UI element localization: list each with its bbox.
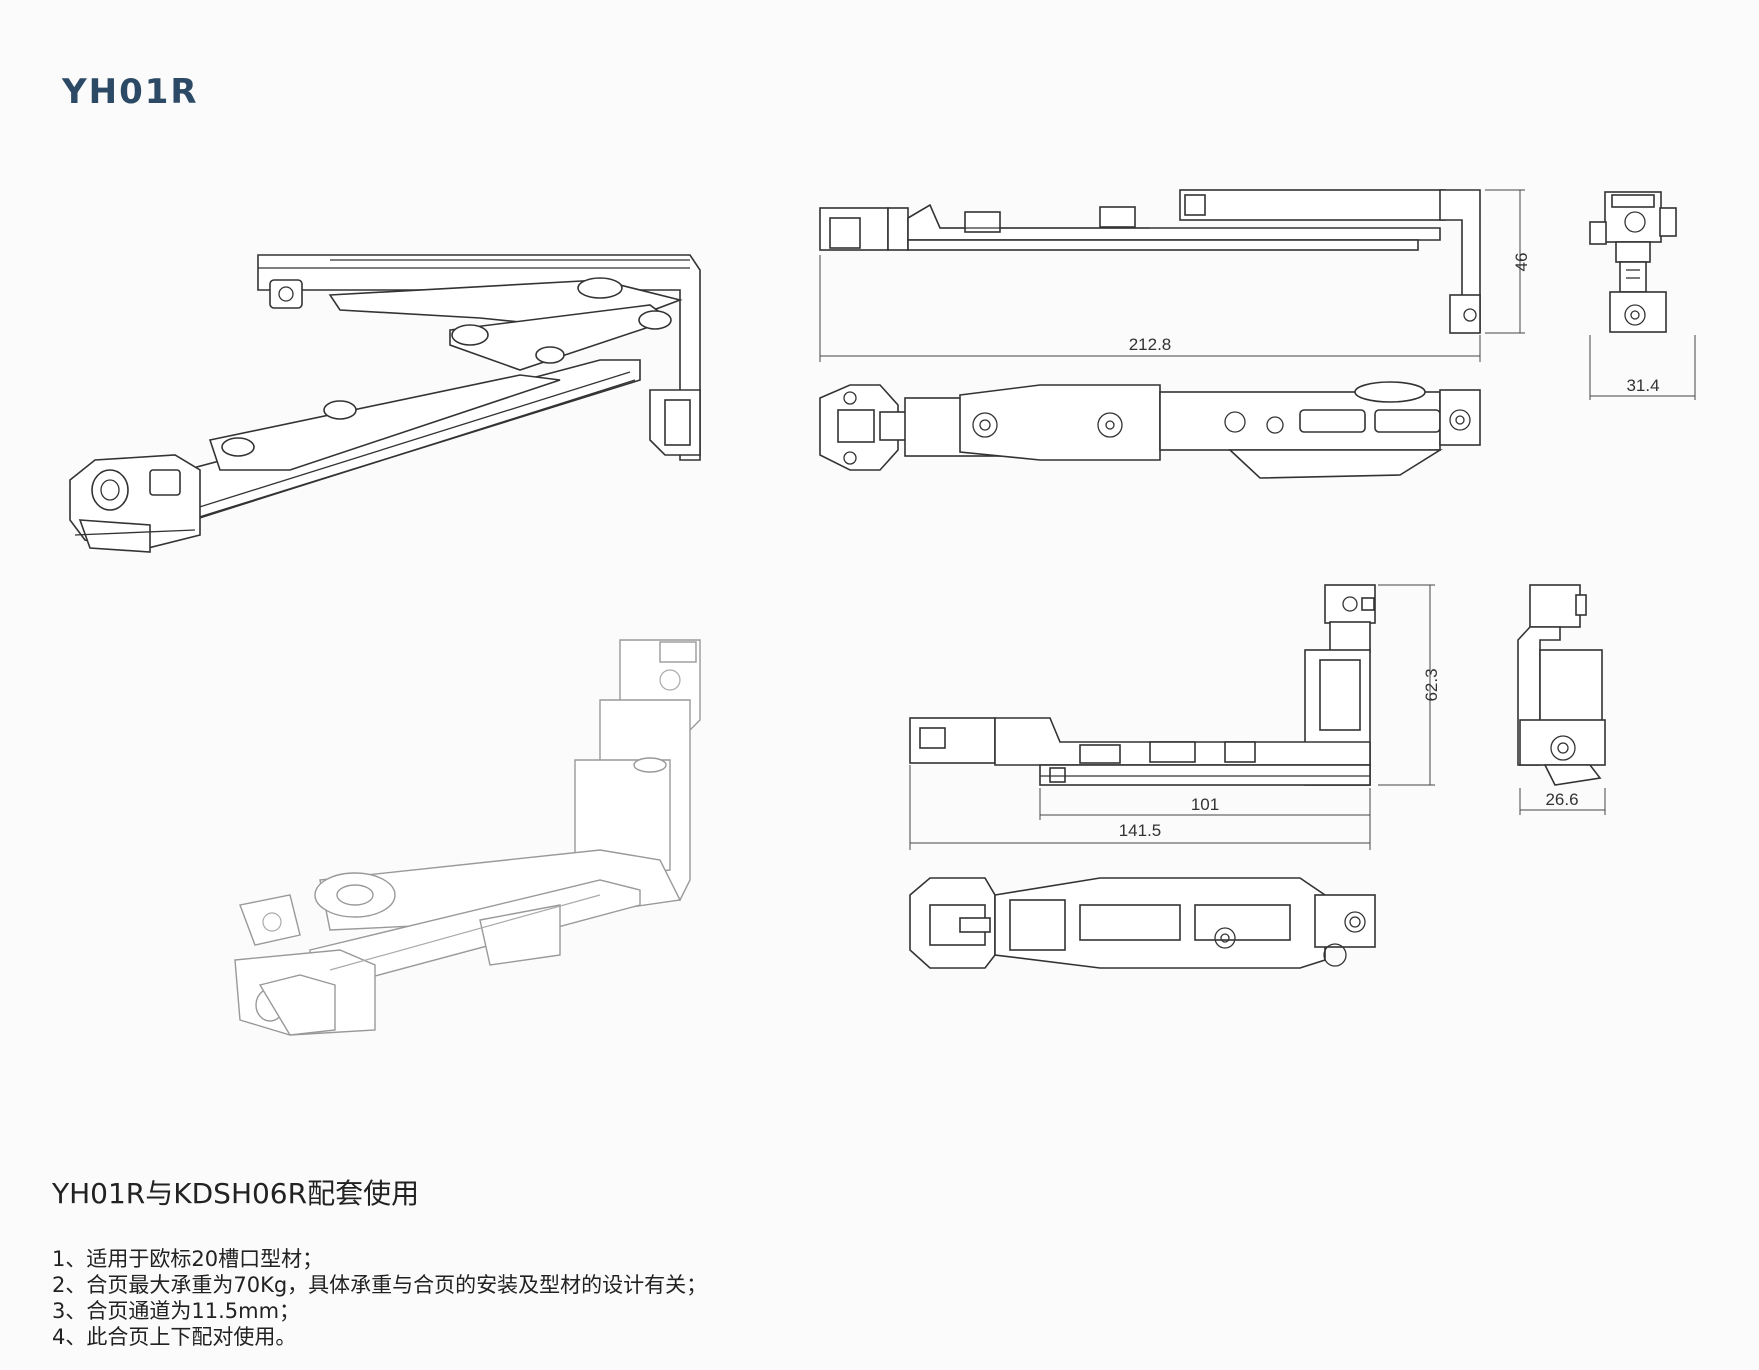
compatibility-subtitle: YH01R与KDSH06R配套使用 — [52, 1177, 420, 1210]
dim-top-height: 46 — [1512, 253, 1531, 272]
notes-list: 1、适用于欧标20槽口型材； 2、合页最大承重为70Kg，具体承重与合页的安装及… — [52, 1246, 707, 1350]
product-title: YH01R — [62, 72, 199, 112]
note-item: 3、合页通道为11.5mm； — [52, 1299, 301, 1323]
dim-top-length: 212.8 — [1129, 335, 1172, 354]
note-item: 4、此合页上下配对使用。 — [52, 1325, 297, 1349]
dim-bottom-inner-length: 101 — [1191, 795, 1219, 814]
isometric-top-hinge — [69, 254, 701, 553]
isometric-bottom-hinge — [234, 639, 701, 1036]
dim-bottom-height: 62.3 — [1422, 668, 1441, 701]
note-item: 1、适用于欧标20槽口型材； — [52, 1247, 324, 1271]
top-hinge-side-view — [1589, 191, 1677, 333]
bottom-hinge-side-view — [1517, 584, 1606, 786]
dim-bottom-side-width: 26.6 — [1545, 790, 1578, 809]
top-hinge-front-view — [819, 189, 1481, 334]
dim-bottom-length: 141.5 — [1119, 821, 1162, 840]
bottom-hinge-front-view — [909, 584, 1376, 786]
top-hinge-plan-view — [819, 381, 1481, 479]
bottom-hinge-plan-view — [909, 877, 1376, 969]
dim-top-side-width: 31.4 — [1626, 376, 1659, 395]
note-item: 2、合页最大承重为70Kg，具体承重与合页的安装及型材的设计有关； — [52, 1273, 708, 1297]
